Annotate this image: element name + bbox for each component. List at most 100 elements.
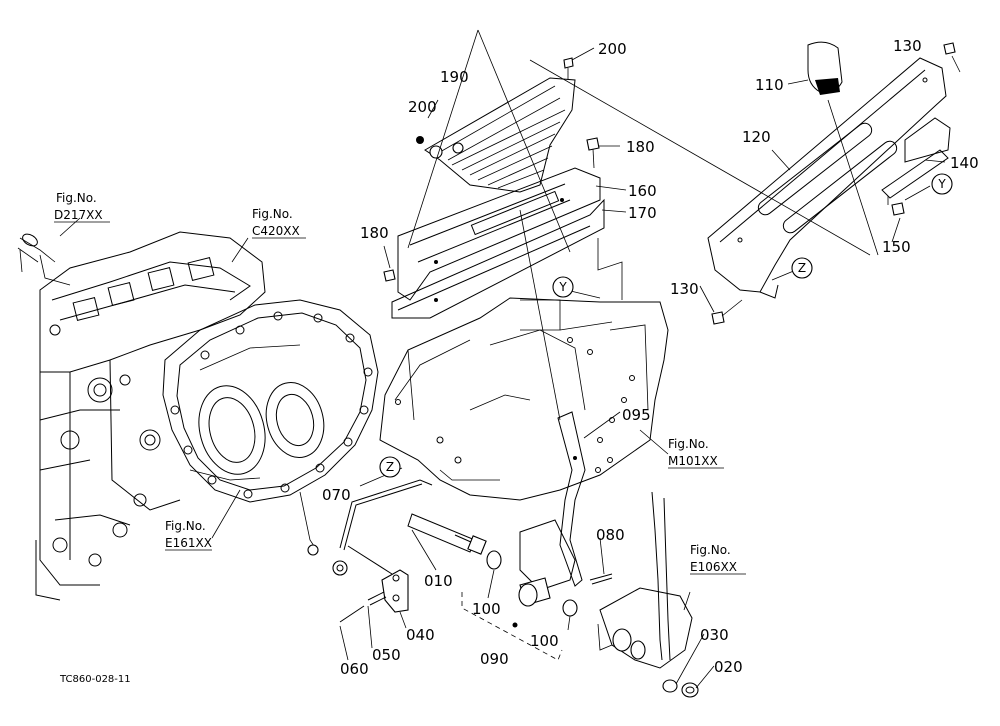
fig-ref-e161[interactable]: Fig.No. E161XX — [165, 519, 212, 550]
svg-text:Fig.No.: Fig.No. — [252, 207, 293, 221]
leader-020 — [695, 665, 715, 689]
svg-text:E161XX: E161XX — [165, 536, 212, 550]
label-110: 110 — [755, 76, 784, 94]
label-020: 020 — [714, 658, 743, 676]
svg-text:Fig.No.: Fig.No. — [56, 191, 97, 205]
svg-text:Fig.No.: Fig.No. — [690, 543, 731, 557]
label-100-b: 100 — [530, 632, 559, 650]
leader-line-b — [407, 29, 479, 249]
leader-050 — [367, 605, 373, 649]
leader-c420 — [231, 237, 249, 263]
leader-line-c — [529, 59, 871, 256]
fig-ref-c420[interactable]: Fig.No. C420XX — [252, 207, 300, 238]
washer-030 — [662, 679, 678, 693]
label-080: 080 — [596, 526, 625, 544]
drawing-code: TC860-028-11 — [59, 674, 131, 685]
leader-095 — [583, 411, 621, 439]
leader-line-a — [477, 29, 571, 253]
fig-ref-e106[interactable]: Fig.No. E106XX — [690, 543, 737, 574]
label-170: 170 — [628, 204, 657, 222]
pedal-arm-095 — [519, 411, 586, 591]
nut-020 — [681, 682, 699, 698]
marker-z-right: Z — [791, 257, 813, 279]
leader-150 — [891, 217, 901, 243]
leader-140 — [924, 159, 946, 163]
leader-line-e — [519, 209, 561, 421]
label-030: 030 — [700, 626, 729, 644]
knob-110 — [807, 41, 843, 95]
clutch-housing — [162, 299, 379, 576]
label-140: 140 — [950, 154, 979, 172]
svg-text:C420XX: C420XX — [252, 224, 300, 238]
bracket-120 — [707, 57, 951, 299]
marker-y-top: Y — [552, 276, 574, 298]
leader-030 — [675, 633, 705, 685]
marker-y-right: Y — [931, 173, 953, 195]
pedal-plates — [391, 167, 605, 319]
leader-160 — [595, 185, 627, 191]
label-010: 010 — [424, 572, 453, 590]
fig-ref-m101[interactable]: Fig.No. M101XX — [668, 437, 718, 468]
side-panel — [379, 238, 669, 501]
bolt-150 — [891, 202, 905, 216]
leader-040 — [399, 611, 407, 629]
fig-ref-d217[interactable]: Fig.No. D217XX — [54, 191, 103, 222]
leader-z-right — [771, 269, 797, 281]
label-090: 090 — [480, 650, 509, 668]
svg-text:D217XX: D217XX — [54, 208, 103, 222]
svg-text:M101XX: M101XX — [668, 454, 718, 468]
pin-060 — [339, 605, 365, 623]
assembly-bracket-090 — [461, 592, 563, 661]
svg-text:Fig.No.: Fig.No. — [668, 437, 709, 451]
svg-text:Y: Y — [937, 177, 946, 191]
leader-e161 — [211, 489, 241, 539]
leader-120 — [771, 149, 791, 171]
label-040: 040 — [406, 626, 435, 644]
leader-100-a — [487, 569, 495, 599]
leader-200-top — [571, 47, 595, 61]
leader-130-lower — [699, 285, 715, 313]
leader-110 — [787, 79, 809, 85]
bushing-100-a — [486, 550, 502, 570]
svg-text:Z: Z — [386, 460, 394, 474]
label-050: 050 — [372, 646, 401, 664]
svg-text:Fig.No.: Fig.No. — [165, 519, 206, 533]
leader-180-left — [383, 245, 391, 269]
label-095: 095 — [622, 406, 651, 424]
leader-100-b — [567, 615, 571, 631]
svg-text:Z: Z — [798, 261, 806, 275]
label-200-left: 200 — [408, 98, 437, 116]
bushing-100-b — [562, 599, 578, 617]
leader-d217 — [59, 217, 81, 237]
label-190: 190 — [440, 68, 469, 86]
label-180-right: 180 — [626, 138, 655, 156]
spring-pin-080 — [589, 573, 613, 585]
label-130-top: 130 — [893, 37, 922, 55]
rod-070 — [339, 479, 433, 575]
bolt-130-top — [943, 42, 961, 73]
housing-e106 — [597, 491, 693, 669]
label-060: 060 — [340, 660, 369, 678]
pin-050 — [367, 591, 387, 606]
svg-text:Y: Y — [558, 280, 567, 294]
boss-090 — [512, 577, 551, 628]
leader-080 — [599, 537, 605, 575]
bracket-040 — [381, 569, 409, 613]
transmission-housing — [17, 231, 266, 601]
bolt-180-right — [586, 137, 600, 169]
label-150: 150 — [882, 238, 911, 256]
leader-e106 — [683, 591, 691, 611]
bolt-180-left — [383, 269, 396, 282]
marker-z-left: Z — [379, 456, 401, 478]
label-120: 120 — [742, 128, 771, 146]
leader-060 — [339, 625, 349, 661]
label-180-left: 180 — [360, 224, 389, 242]
bracket-140 — [881, 149, 949, 205]
leader-y-right — [904, 185, 931, 201]
leader-170 — [601, 209, 627, 213]
label-100-a: 100 — [472, 600, 501, 618]
label-130-lower: 130 — [670, 280, 699, 298]
bolt-130-lower — [711, 299, 743, 325]
